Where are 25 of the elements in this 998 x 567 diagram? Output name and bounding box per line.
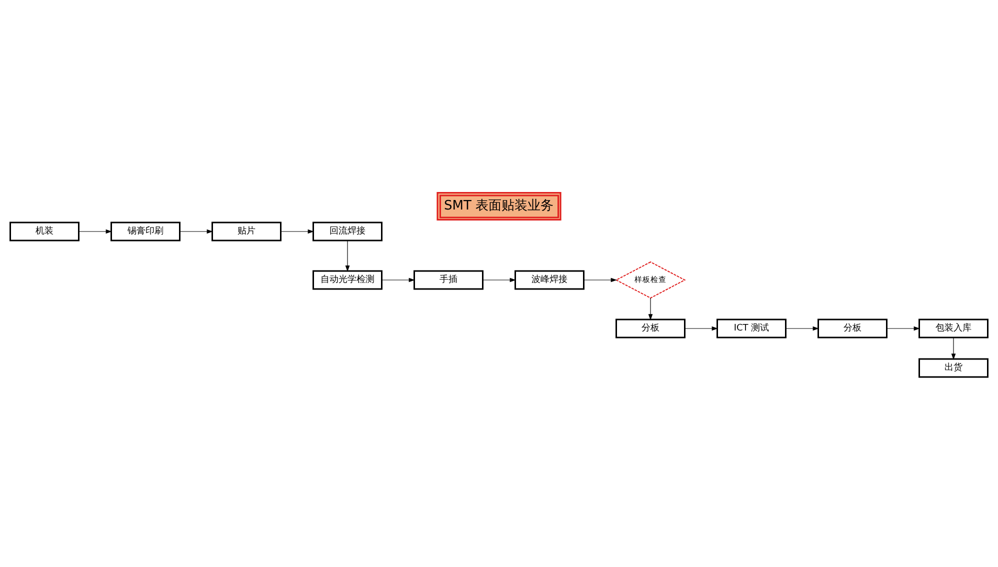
arrow [584, 278, 618, 282]
arrow [482, 278, 516, 282]
arrow [78, 229, 112, 234]
node-box: 分板 [818, 318, 888, 338]
node-box: 手插 [414, 270, 484, 290]
node-box: 波峰焊接 [514, 270, 584, 290]
arrow [786, 326, 820, 331]
node-box: 自动光学检测 [312, 270, 382, 290]
node-box: 回流焊接 [312, 222, 382, 242]
node-box: 锡膏印刷 [110, 222, 180, 242]
arrow [280, 229, 314, 234]
node-box: 机装 [10, 222, 80, 242]
arrow [684, 326, 718, 331]
arrow [951, 337, 956, 360]
arrow [886, 326, 920, 331]
arrow [648, 298, 653, 320]
node-box: 包装入库 [918, 318, 988, 338]
arrow [180, 229, 214, 234]
arrow [382, 278, 416, 282]
node-box: ICT 测试 [716, 318, 786, 338]
node-box: 分板 [616, 318, 686, 338]
node-box: 出货 [918, 358, 988, 378]
diagram-title: SMT 表面贴装业务 [444, 198, 554, 214]
arrow [345, 240, 350, 272]
node-box: 贴片 [212, 222, 282, 242]
